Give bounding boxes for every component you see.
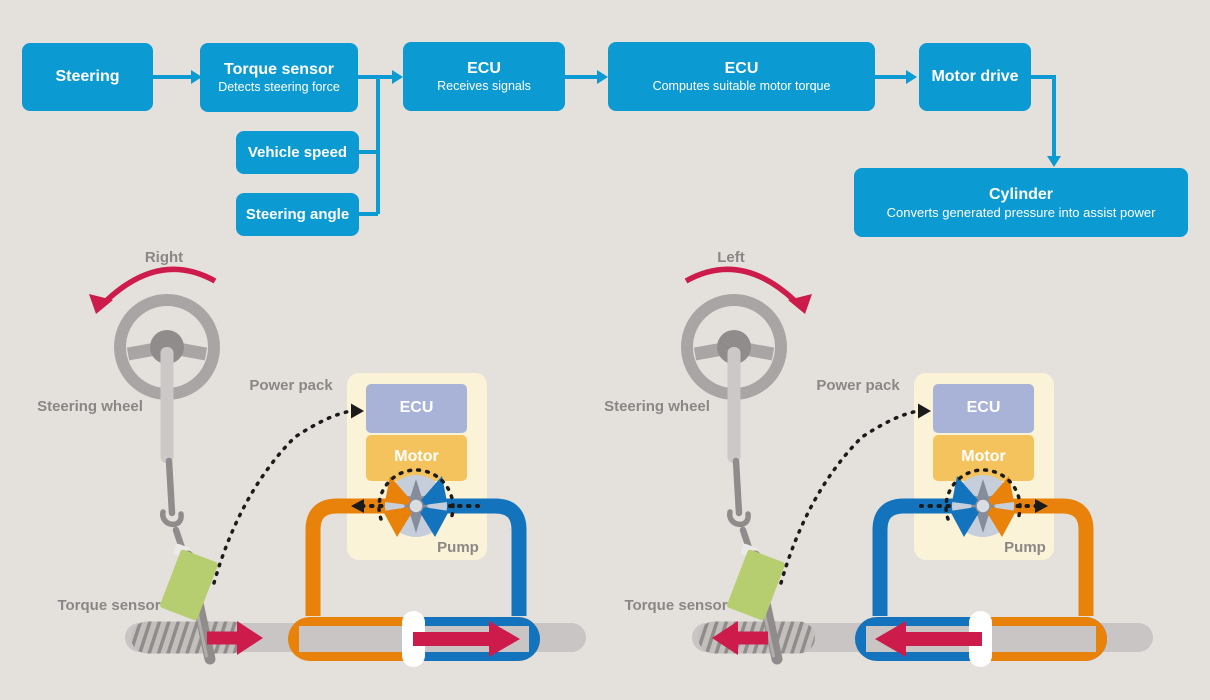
flow-node-subtitle: Detects steering force <box>218 79 340 94</box>
flow-node-steering: Steering <box>22 43 153 111</box>
motor-box-label: Motor <box>961 448 1006 465</box>
flow-node-title: ECU <box>467 59 501 77</box>
flow-node-subtitle: Converts generated pressure into assist … <box>886 204 1156 220</box>
flow-node-title: Torque sensor <box>224 60 334 78</box>
flow-node-title: ECU <box>724 59 759 77</box>
torque-sensor-label: Torque sensor <box>57 597 161 614</box>
flow-node-subtitle: Computes suitable motor torque <box>652 78 831 93</box>
power-pack-label: Power pack <box>816 377 900 394</box>
flow-node-motor-drive: Motor drive <box>919 43 1031 111</box>
flow-node-subtitle: Receives signals <box>437 78 531 93</box>
steering-wheel-label: Steering wheel <box>37 398 143 415</box>
flow-node-cylinder: Cylinder Converts generated pressure int… <box>854 168 1188 237</box>
flow-node-torque-sensor: Torque sensor Detects steering force <box>200 43 358 112</box>
flowchart-arrowheads <box>191 70 1061 167</box>
torque-sensor-label: Torque sensor <box>624 597 728 614</box>
steering-wheel-label: Steering wheel <box>604 398 710 415</box>
flow-node-ecu-computes: ECU Computes suitable motor torque <box>608 42 875 111</box>
flow-node-steering-angle: Steering angle <box>236 193 359 236</box>
flow-node-title: Cylinder <box>988 185 1053 203</box>
pump-label: Pump <box>437 539 479 556</box>
ecu-box-label: ECU <box>399 399 434 416</box>
flowchart-connectors <box>153 75 1056 216</box>
flow-node-title: Vehicle speed <box>247 144 348 161</box>
flow-node-ecu-receives: ECU Receives signals <box>403 42 565 111</box>
ecu-box-label: ECU <box>966 399 1001 416</box>
turn-right-diagram <box>89 269 586 667</box>
flow-node-title: Steering <box>55 68 120 85</box>
turn-label: Left <box>717 249 745 266</box>
flow-node-vehicle-speed: Vehicle speed <box>236 131 359 174</box>
flow-node-title: Motor drive <box>931 68 1019 85</box>
turn-label: Right <box>144 249 184 266</box>
turn-left-diagram <box>686 269 1153 667</box>
motor-box-label: Motor <box>394 448 439 465</box>
pump-label: Pump <box>1004 539 1046 556</box>
power-pack-label: Power pack <box>249 377 333 394</box>
flow-node-title: Steering angle <box>245 206 350 223</box>
